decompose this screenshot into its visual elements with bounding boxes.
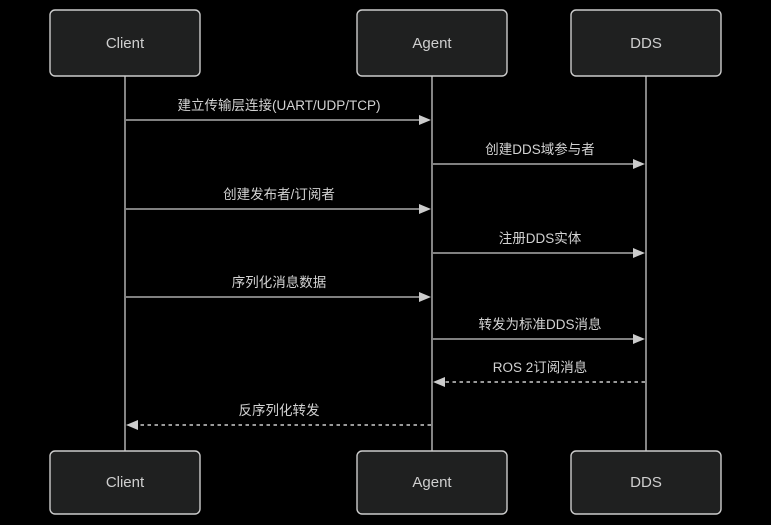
message-label-4: 序列化消息数据 (232, 274, 327, 290)
participant-box-bottom-agent[interactable] (356, 450, 508, 515)
message-4[interactable]: 序列化消息数据 (126, 274, 431, 302)
participant-top-client[interactable]: Client (49, 9, 201, 77)
message-arrowhead-5 (633, 334, 645, 344)
message-6[interactable]: ROS 2订阅消息 (433, 359, 645, 387)
message-arrowhead-4 (419, 292, 431, 302)
message-label-0: 建立传输层连接(UART/UDP/TCP) (177, 97, 380, 113)
participant-bottom-dds[interactable]: DDS (570, 450, 722, 515)
participant-label-top-agent: Agent (412, 35, 452, 52)
participant-box-top-client[interactable] (49, 9, 201, 77)
message-2[interactable]: 创建发布者/订阅者 (126, 187, 431, 214)
participant-top-dds[interactable]: DDS (570, 9, 722, 77)
message-arrowhead-7 (126, 420, 138, 430)
message-label-3: 注册DDS实体 (499, 231, 582, 246)
participant-label-bottom-dds: DDS (630, 474, 662, 491)
participant-bottom-client[interactable]: Client (49, 450, 201, 515)
participants-bottom-group: Client Agent DDS (49, 450, 722, 515)
participants-top-group: Client Agent DDS (49, 9, 722, 77)
message-arrowhead-3 (633, 248, 645, 258)
participant-label-bottom-client: Client (106, 474, 145, 491)
participant-label-top-dds: DDS (630, 35, 662, 52)
participant-label-bottom-agent: Agent (412, 474, 452, 491)
message-arrowhead-2 (419, 204, 431, 214)
message-label-2: 创建发布者/订阅者 (223, 187, 335, 202)
message-1[interactable]: 创建DDS域参与者 (433, 141, 645, 169)
message-label-1: 创建DDS域参与者 (485, 141, 595, 157)
message-arrowhead-6 (433, 377, 445, 387)
participant-box-top-agent[interactable] (356, 9, 508, 77)
participant-top-agent[interactable]: Agent (356, 9, 508, 77)
participant-box-top-dds[interactable] (570, 9, 722, 77)
message-0[interactable]: 建立传输层连接(UART/UDP/TCP) (126, 97, 431, 125)
message-label-6: ROS 2订阅消息 (493, 359, 588, 375)
participant-box-bottom-client[interactable] (49, 450, 201, 515)
message-label-7: 反序列化转发 (239, 403, 320, 418)
message-3[interactable]: 注册DDS实体 (433, 231, 645, 258)
message-label-5: 转发为标准DDS消息 (478, 316, 601, 332)
message-5[interactable]: 转发为标准DDS消息 (433, 316, 645, 344)
message-7[interactable]: 反序列化转发 (126, 403, 431, 430)
messages-group: 建立传输层连接(UART/UDP/TCP) 创建DDS域参与者 创建发布者/订阅… (126, 97, 645, 430)
message-arrowhead-0 (419, 115, 431, 125)
lifelines-group (124, 76, 647, 451)
participant-label-top-client: Client (106, 35, 145, 52)
message-arrowhead-1 (633, 159, 645, 169)
participant-bottom-agent[interactable]: Agent (356, 450, 508, 515)
participant-box-bottom-dds[interactable] (570, 450, 722, 515)
